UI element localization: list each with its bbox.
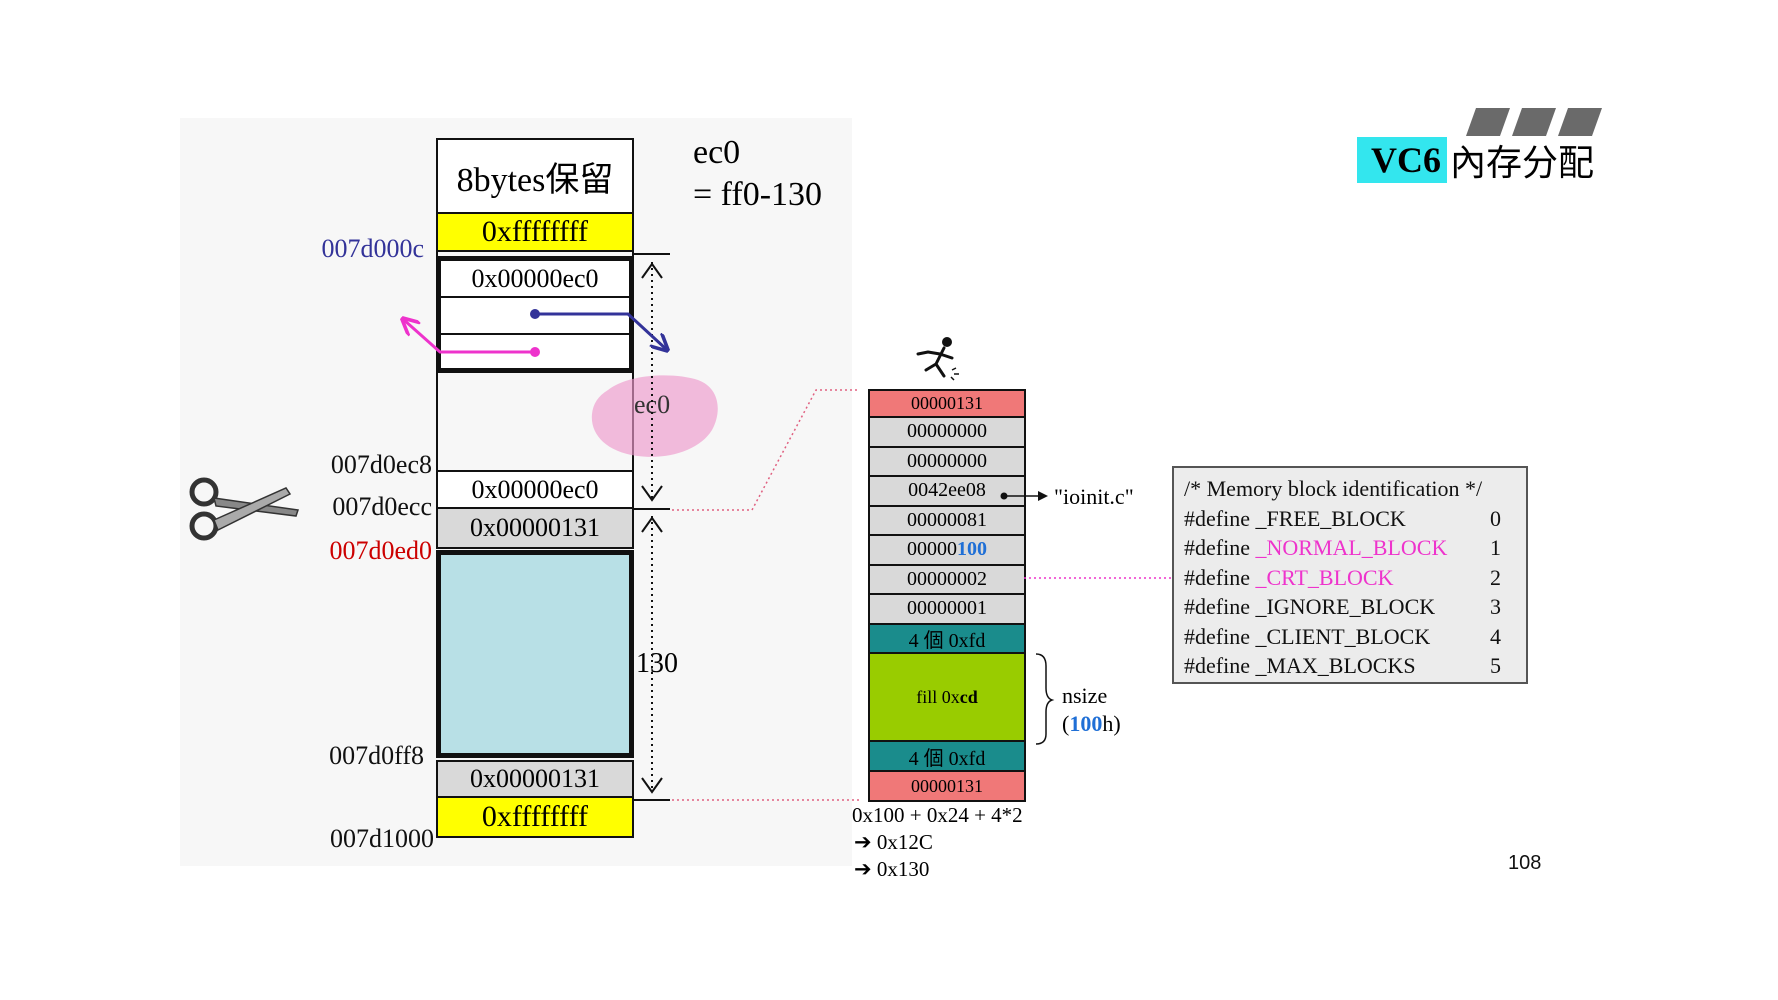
span-used-down-arrow (641, 777, 663, 794)
top-fill-cell: 0xffffffff (436, 214, 634, 252)
reserved-cell: 8bytes保留 (436, 138, 634, 214)
define-normal-block: #define _NORMAL_BLOCK 1 (1184, 533, 1526, 563)
address-007d1000: 007d1000 (330, 824, 434, 853)
block-type-defines-box: /* Memory block identification */ #defin… (1172, 466, 1528, 684)
span-free-down-arrow (641, 485, 663, 502)
define-client-block: #define _CLIENT_BLOCK 4 (1184, 622, 1526, 652)
free-footer-size-cell: 0x00000ec0 (436, 470, 634, 509)
calc-ec0: ec0 (693, 134, 741, 171)
block-header-cell: 0x00000131 (436, 509, 634, 549)
define-value: 4 (1490, 623, 1501, 649)
define-name: _CRT_BLOCK (1255, 564, 1394, 590)
define-value: 2 (1490, 564, 1501, 590)
define-name: _MAX_BLOCKS (1255, 653, 1416, 678)
nsize-label: nsize (1062, 683, 1108, 708)
next-pointer-arrow (535, 312, 666, 349)
nsize-open: ( (1062, 711, 1070, 736)
size-calc-line2-row: ➔ 0x12C (852, 829, 1023, 856)
free-next-pointer-cell (441, 298, 629, 335)
filename-label: "ioinit.c" (1054, 484, 1134, 509)
slide-title: VC6 內存分配 (1357, 137, 1594, 183)
title-prefix: VC6 (1357, 137, 1447, 183)
define-value: 3 (1490, 594, 1501, 619)
title-suffix: 內存分配 (1450, 143, 1595, 183)
right-arrow-icon: ➔ (854, 830, 872, 854)
page-number: 108 (1508, 852, 1542, 874)
define-keyword: #define (1184, 535, 1256, 560)
debug-request-cell: 00000001 (868, 595, 1026, 625)
size-calculation: 0x100 + 0x24 + 4*2 ➔ 0x12C ➔ 0x130 (852, 802, 1023, 883)
filename-pointer-head (1038, 491, 1048, 501)
span-free-up-arrow (641, 262, 663, 279)
debug-prev-block-cell: 00000000 (868, 447, 1026, 477)
define-keyword: #define (1184, 653, 1256, 678)
define-keyword: #define (1184, 564, 1256, 590)
address-007d0ff8: 007d0ff8 (329, 741, 424, 770)
fill-prefix: fill 0x (916, 686, 960, 707)
nsize-value: 100 (1069, 711, 1103, 736)
address-007d000c: 007d000c (321, 234, 424, 263)
define-value: 0 (1490, 505, 1501, 531)
debug-block-column: 00000131 00000000 00000000 0042ee08 0000… (868, 389, 1026, 802)
nsize-brace (1035, 653, 1055, 745)
define-keyword: #define (1184, 623, 1256, 649)
define-value: 5 (1490, 653, 1501, 678)
zoom-connector-top (672, 389, 860, 511)
size-calc-line2: 0x12C (876, 830, 933, 854)
free-size-blob (591, 375, 718, 457)
debug-gap-before-cell: 4 個 0xfd (868, 624, 1026, 654)
nsize-value-line: (100h) (1062, 710, 1121, 738)
block-footer-cell: 0x00000131 (436, 760, 634, 798)
nsize-close: h) (1102, 711, 1121, 736)
scissors-icon (189, 477, 299, 541)
fill-bold: cd (959, 686, 978, 707)
address-007d0ecc: 007d0ecc (332, 492, 432, 521)
size-calc-line3-row: ➔ 0x130 (852, 856, 1023, 883)
span-used-up-arrow (641, 516, 663, 533)
bottom-fill-cell: 0xffffffff (436, 798, 634, 838)
data-size-prefix: 00000 (907, 538, 957, 561)
define-keyword: #define (1184, 505, 1256, 531)
define-name: _IGNORE_BLOCK (1255, 594, 1436, 619)
free-size-calculation: ec0 = ff0-130 (693, 132, 822, 216)
title-stripes-decoration (1466, 108, 1602, 136)
define-ignore-block: #define _IGNORE_BLOCK 3 (1184, 592, 1526, 622)
define-keyword: #define (1184, 594, 1256, 619)
debug-next-block-cell: 00000000 (868, 418, 1026, 448)
debug-block-use-cell: 00000002 (868, 565, 1026, 595)
size-calc-line1: 0x100 + 0x24 + 4*2 (852, 803, 1023, 827)
debug-footer-size-cell: 00000131 (868, 772, 1026, 802)
user-data-region (436, 550, 634, 758)
size-calc-line3: 0x130 (876, 857, 930, 881)
debug-header-size-cell: 00000131 (868, 389, 1026, 418)
define-value: 1 (1490, 535, 1501, 560)
nsize-label-group: nsize (100h) (1062, 682, 1121, 738)
calc-ff0-minus-130: = ff0-130 (693, 176, 823, 213)
prev-pointer-arrow (404, 320, 535, 354)
span-130-label: 130 (636, 648, 678, 679)
debug-gap-after-cell: 4 個 0xfd (868, 742, 1026, 772)
data-size-highlight: 100 (957, 538, 987, 561)
define-name: _NORMAL_BLOCK (1255, 535, 1448, 560)
runner-figure-icon (916, 337, 959, 381)
right-arrow-icon: ➔ (854, 857, 872, 881)
define-name: _FREE_BLOCK (1255, 505, 1406, 531)
address-007d0ed0: 007d0ed0 (329, 536, 432, 565)
address-007d0ec8: 007d0ec8 (330, 450, 432, 479)
define-crt-block: #define _CRT_BLOCK 2 (1184, 563, 1526, 593)
define-max-blocks: #define _MAX_BLOCKS 5 (1184, 651, 1526, 681)
define-name: _CLIENT_BLOCK (1255, 623, 1431, 649)
debug-filename-cell: 0042ee08 (868, 477, 1026, 507)
free-header-size-cell: 0x00000ec0 (441, 261, 629, 298)
debug-line-number-cell: 00000081 (868, 506, 1026, 536)
define-free-block: #define _FREE_BLOCK 0 (1184, 504, 1526, 534)
defines-comment: /* Memory block identification */ (1184, 476, 1483, 501)
